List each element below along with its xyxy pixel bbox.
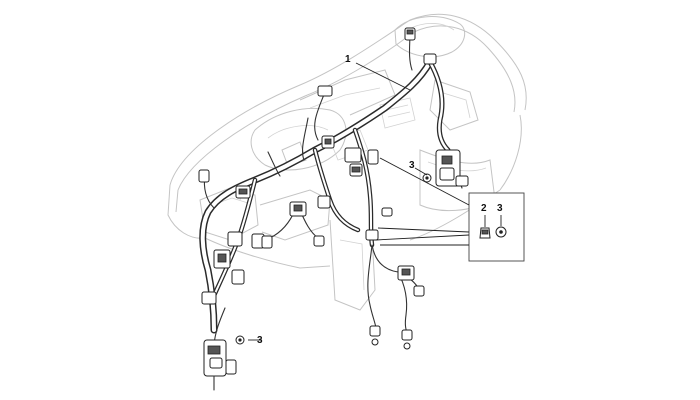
callout-nut-right: 3 [409,160,415,171]
connector-center-group [344,147,362,163]
callout-main-harness: 1 [345,54,351,65]
callout-clip-inset: 2 [481,203,487,214]
inset-frame [468,192,525,262]
nut-right-graphic [422,173,432,183]
connector-upper-right [423,53,437,65]
sensor-left [369,325,381,337]
connectors [198,27,469,391]
sensor-right [401,329,413,341]
connector-left-top [198,169,210,183]
callouts: 1 2 3 3 3 [257,54,503,346]
connector-cluster [317,85,333,97]
nut-bottom-graphic [235,335,245,345]
callout-nut-inset: 3 [497,203,503,214]
clip-icon [479,215,491,239]
parts-inset [468,192,525,262]
nut-icon [495,215,507,238]
leader-lines [248,62,470,341]
callout-nut-bottom: 3 [257,335,263,346]
